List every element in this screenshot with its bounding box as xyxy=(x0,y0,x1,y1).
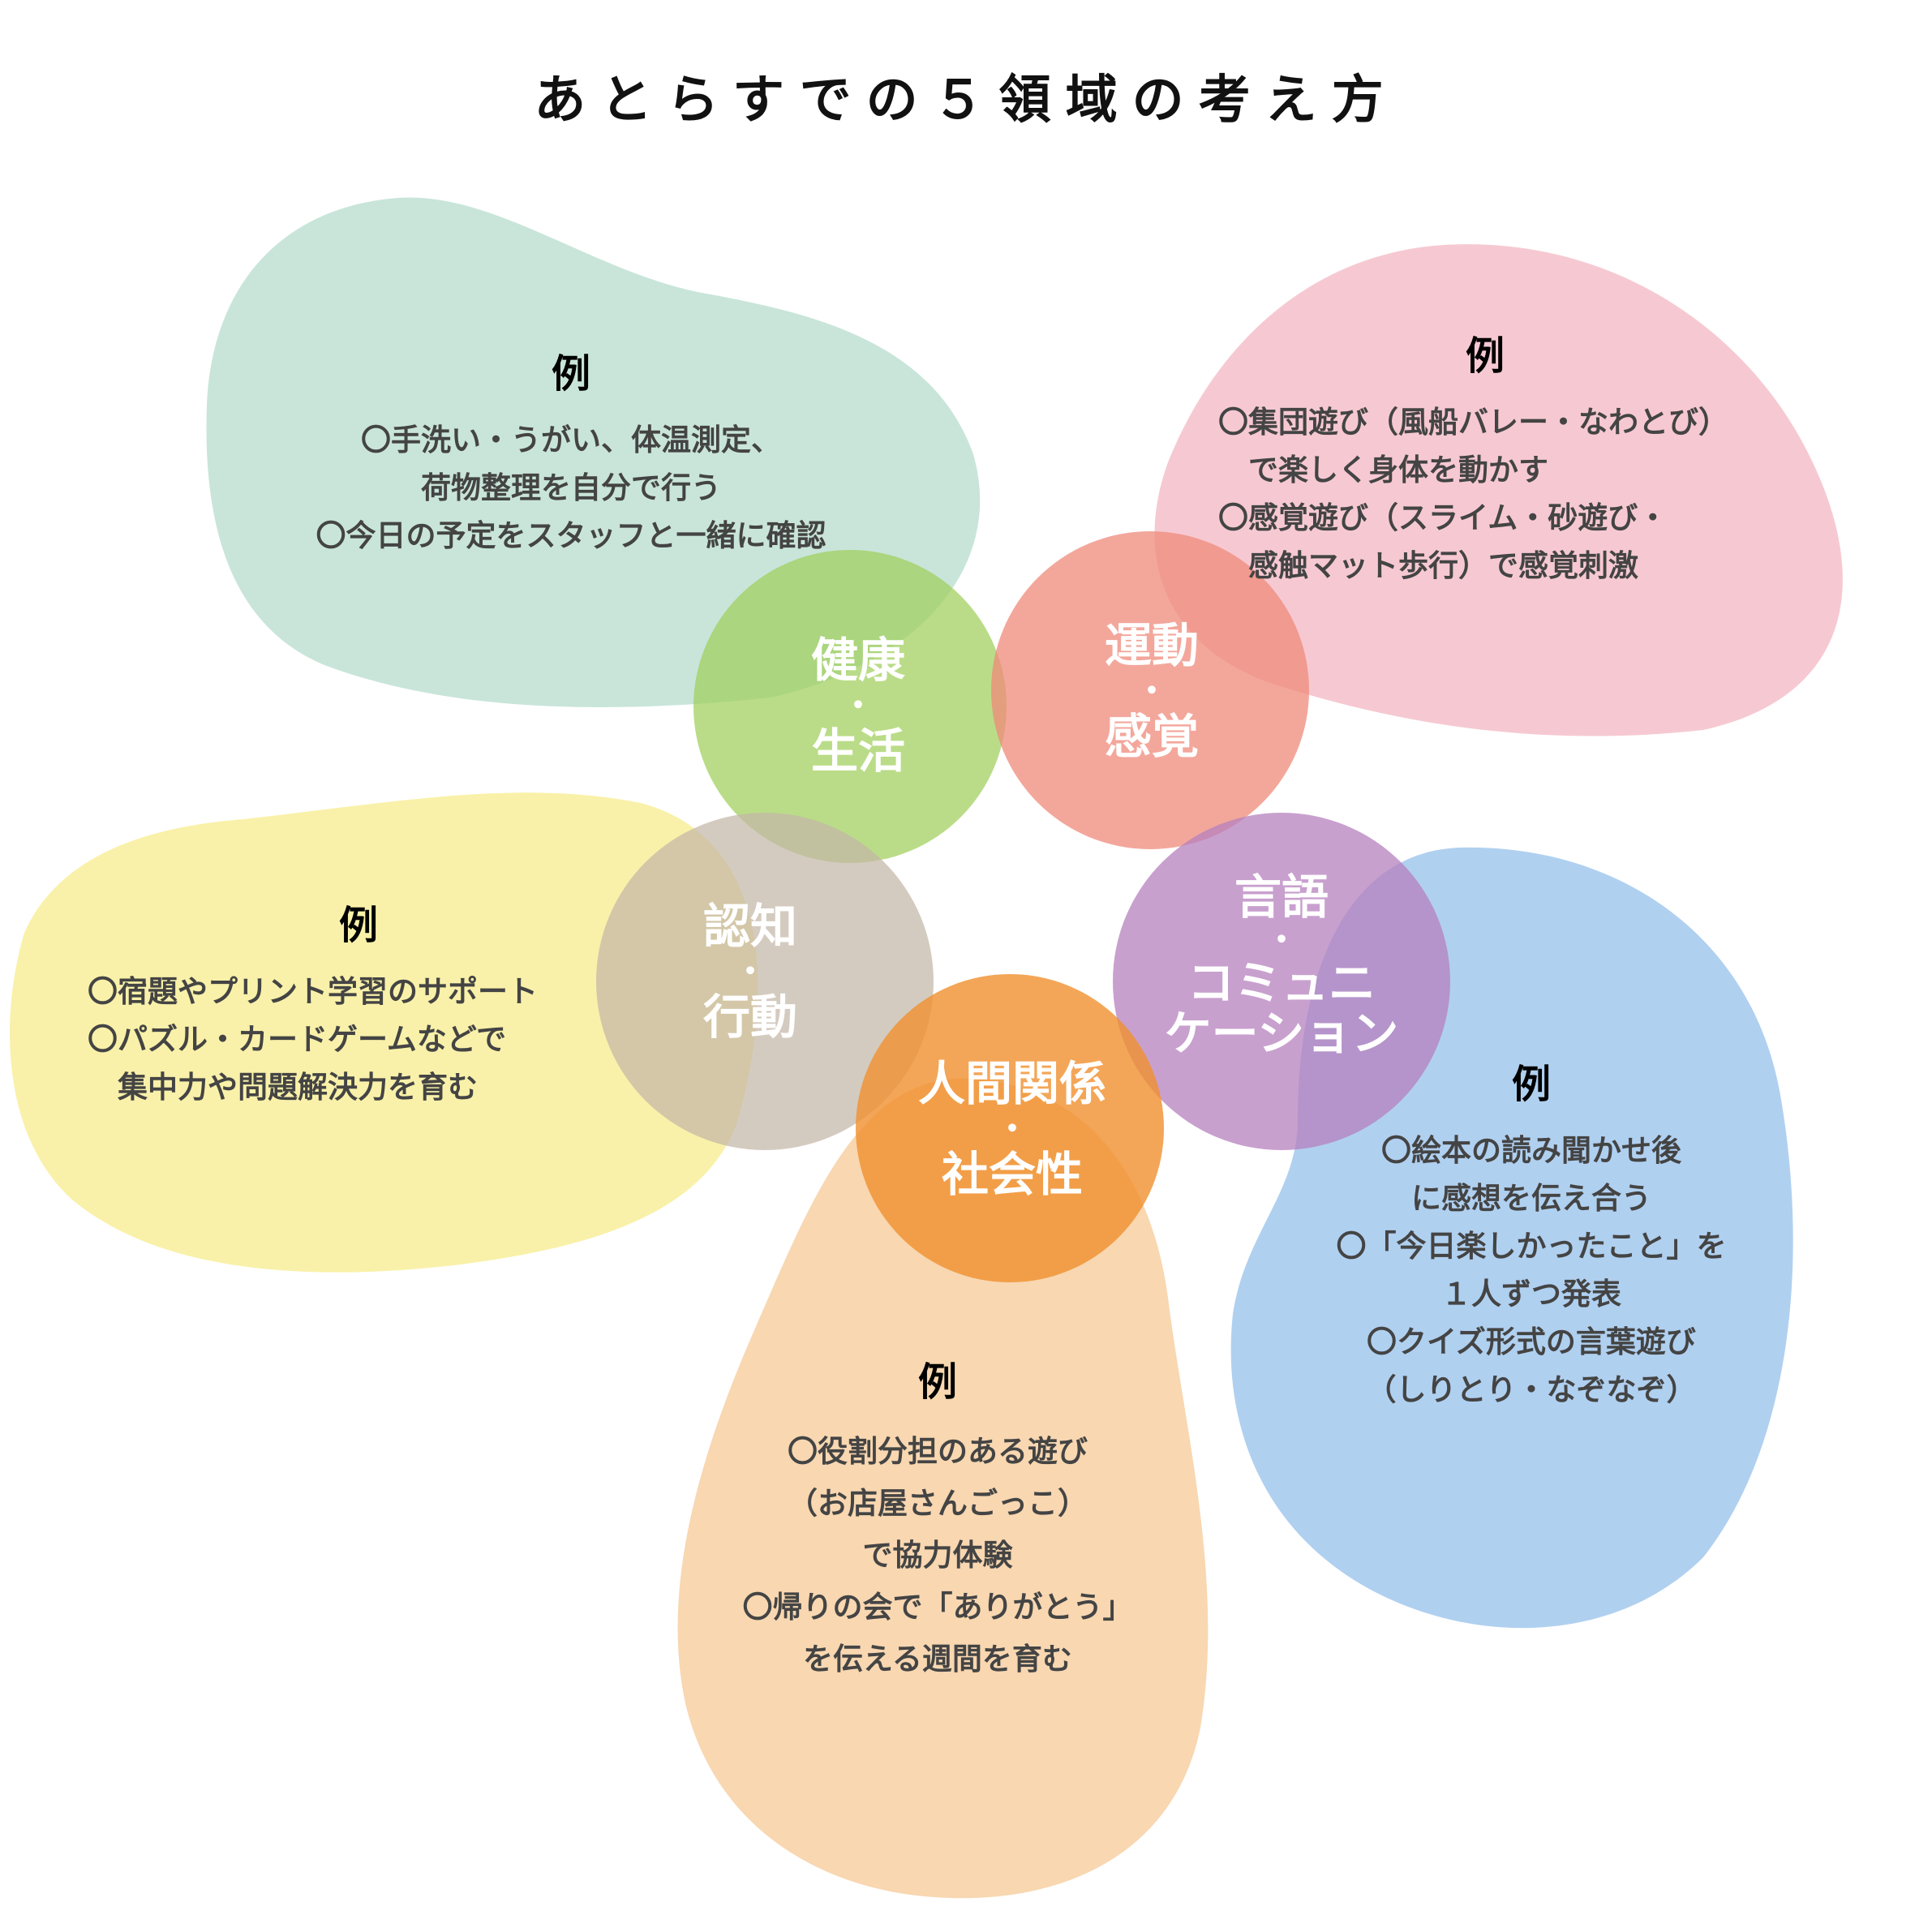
example-line: 〇クイズ形式の言葉遊び xyxy=(1367,1324,1696,1359)
cognition-examples: 例 〇宿題やプリント学習のサポート 〇パズル・カードゲームなどで 集中力や問題解… xyxy=(88,902,538,1111)
example-line: １人ずつ発表 xyxy=(1441,1277,1621,1312)
example-line: に感想を伝え合う xyxy=(1411,1181,1651,1216)
domain-dot: ・ xyxy=(733,953,766,990)
domain-dot: ・ xyxy=(1265,921,1298,959)
domain-dot: ・ xyxy=(841,687,874,724)
example-line: 〇感覚遊び（スライム・砂遊び・ xyxy=(1218,500,1668,535)
example-heading: 例 xyxy=(917,1359,957,1405)
health-life-circle xyxy=(693,550,1007,863)
domain-label-health: 健康 ・ 生活 xyxy=(811,633,905,779)
example-line: 〇絵本の読み聞かせ後 xyxy=(1381,1133,1681,1168)
social-examples: 例 〇役割分担のある遊び （お店屋さんごっこ） で協力体験 〇帰りの会で「ありが… xyxy=(694,1356,1181,1685)
domain-line: 健康 xyxy=(810,633,906,688)
example-line: 集中力や問題解決力を育む xyxy=(88,1070,478,1105)
example-heading: 例 xyxy=(339,903,379,948)
domain-line: 行動 xyxy=(702,990,798,1045)
domain-label-language: 言語 ・ コミュニ ケーション xyxy=(1165,872,1399,1058)
domain-line: 社会性 xyxy=(941,1147,1084,1202)
domain-dot: ・ xyxy=(1135,672,1168,710)
example-line: （お店屋さんごっこ） xyxy=(788,1486,1088,1521)
cognition-example-blob xyxy=(10,792,758,1273)
domain-line: 人間関係 xyxy=(917,1056,1107,1111)
example-heading: 例 xyxy=(1466,333,1505,379)
example-line: で協力体験 xyxy=(862,1538,1013,1573)
example-line: 〇帰りの会で「ありがとう」 xyxy=(742,1590,1133,1625)
example-line: 〇宿題やプリント学習のサポート xyxy=(88,974,538,1009)
language-communication-circle xyxy=(1113,813,1450,1150)
example-line: を伝える週間を育む xyxy=(803,1642,1072,1677)
example-line: 〇手洗い・うがい、体温測定、 xyxy=(361,423,781,457)
example-line: 〇役割分担のある遊び xyxy=(788,1434,1088,1469)
domain-dot: ・ xyxy=(995,1110,1028,1148)
domain-label-social: 人間関係 ・ 社会性 xyxy=(918,1056,1106,1202)
domain-line: 認知 xyxy=(702,899,798,954)
example-line: （しりとり・なぞなぞ） xyxy=(1366,1372,1697,1407)
example-line: 荷物整理を自分で行う xyxy=(421,470,721,505)
domain-line: 言語 xyxy=(1234,869,1329,925)
domain-line: 感覚 xyxy=(1104,709,1200,764)
example-heading: 例 xyxy=(1511,1062,1551,1107)
example-line: 〇「今日楽しかったこと」を xyxy=(1336,1229,1727,1264)
example-heading: 例 xyxy=(551,351,590,397)
relationships-social-circle xyxy=(856,974,1164,1282)
domain-line: コミュニ xyxy=(1187,955,1376,1011)
domain-line: 生活 xyxy=(810,723,906,779)
domain-label-motor: 運動 ・ 感覚 xyxy=(1105,618,1199,764)
example-line: 〇集団遊び（風船バレー・なわとび） xyxy=(1218,405,1728,440)
cognition-behavior-circle xyxy=(596,813,934,1150)
example-line: 感触マット歩行）で感覚刺激 xyxy=(1218,548,1638,583)
domain-line: ケーション xyxy=(1164,1006,1399,1061)
domain-line: 運動 xyxy=(1104,618,1200,673)
example-line: 〇今日の予定をスタッフと一緒に確認 xyxy=(316,518,826,553)
example-line: で楽しく身体を動かす xyxy=(1218,453,1548,487)
page-title: あとらすでの５領域の考え方 xyxy=(534,71,1398,131)
language-examples: 例 〇絵本の読み聞かせ後 に感想を伝え合う 〇「今日楽しかったこと」を １人ずつ… xyxy=(1288,1061,1775,1414)
motor-examples: 例 〇集団遊び（風船バレー・なわとび） で楽しく身体を動かす 〇感覚遊び（スライ… xyxy=(1218,333,1728,590)
social-example-blob xyxy=(677,1078,1209,1899)
health-examples: 例 〇手洗い・うがい、体温測定、 荷物整理を自分で行う 〇今日の予定をスタッフと… xyxy=(247,350,895,560)
motor-sense-circle xyxy=(991,531,1309,849)
example-line: 〇パズル・カードゲームなどで xyxy=(88,1022,507,1057)
motor-example-blob xyxy=(1154,244,1843,736)
domain-label-cognition: 認知 ・ 行動 xyxy=(703,899,797,1045)
